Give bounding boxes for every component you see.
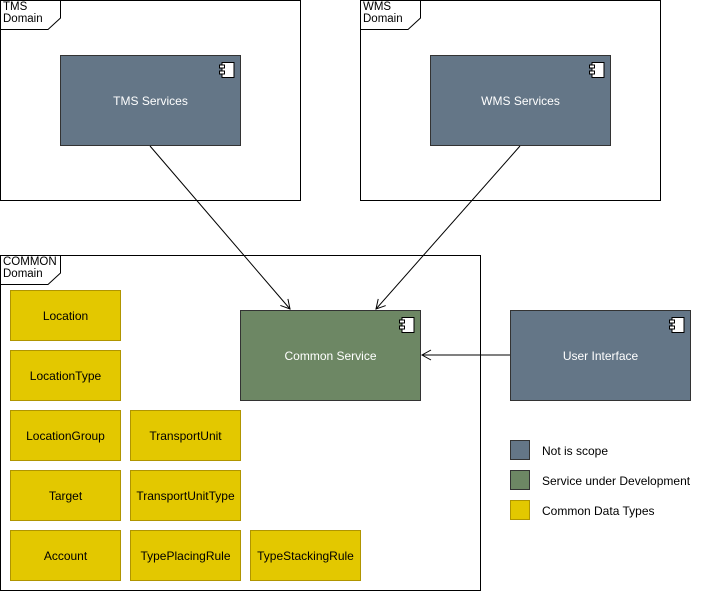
data-type-label: TypePlacingRule [140,548,231,563]
data-type-transport-unit[interactable]: TransportUnit [130,410,241,461]
data-type-type-placing-rule[interactable]: TypePlacingRule [130,530,241,581]
data-type-account[interactable]: Account [10,530,121,581]
data-type-label: LocationType [29,368,102,383]
common-domain-title: COMMON [3,256,57,268]
common-service-label: Common Service [284,348,377,363]
legend-swatch-under-development [510,470,530,490]
tms-services-label: TMS Services [113,93,188,108]
data-type-label: Location [42,308,89,323]
tms-domain-title: TMS [3,1,28,13]
common-service-component[interactable]: Common Service [240,310,421,401]
data-type-label: LocationGroup [26,428,105,443]
data-type-type-stacking-rule[interactable]: TypeStackingRule [250,530,361,581]
data-type-label: TypeStackingRule [257,548,354,563]
data-type-label: TransportUnit [149,428,222,443]
common-domain-tab: COMMON Domain [0,255,62,285]
common-domain-subtitle: Domain [3,268,43,280]
component-icon [589,62,605,78]
component-icon [399,317,415,333]
legend-swatch-not-in-scope [510,440,530,460]
data-type-label: Target [48,488,83,503]
data-type-location[interactable]: Location [10,290,121,341]
legend-label-common-data-types: Common Data Types [542,504,655,518]
user-interface-component[interactable]: User Interface [510,310,691,401]
data-type-label: Account [43,548,88,563]
component-icon [669,317,685,333]
user-interface-label: User Interface [562,348,639,363]
data-type-transport-unit-type[interactable]: TransportUnitType [130,470,241,521]
arrow-wms-to-common [375,145,521,310]
tms-domain: TMS Domain [0,0,301,201]
tms-domain-tab: TMS Domain [0,0,62,30]
data-type-target[interactable]: Target [10,470,121,521]
tms-services-component[interactable]: TMS Services [60,55,241,146]
data-type-location-type[interactable]: LocationType [10,350,121,401]
wms-domain-subtitle: Domain [363,13,403,25]
arrow-tms-to-common [149,145,291,310]
legend-swatch-common-data-types [510,500,530,520]
tms-domain-subtitle: Domain [3,13,43,25]
data-type-label: TransportUnitType [136,488,235,503]
data-type-location-group[interactable]: LocationGroup [10,410,121,461]
legend-label-not-in-scope: Not is scope [542,444,609,458]
component-icon [219,62,235,78]
wms-domain-title: WMS [363,1,392,13]
legend-label-under-development: Service under Development [542,474,691,488]
wms-services-component[interactable]: WMS Services [430,55,611,146]
wms-domain-tab: WMS Domain [360,0,422,30]
wms-services-label: WMS Services [481,93,560,108]
